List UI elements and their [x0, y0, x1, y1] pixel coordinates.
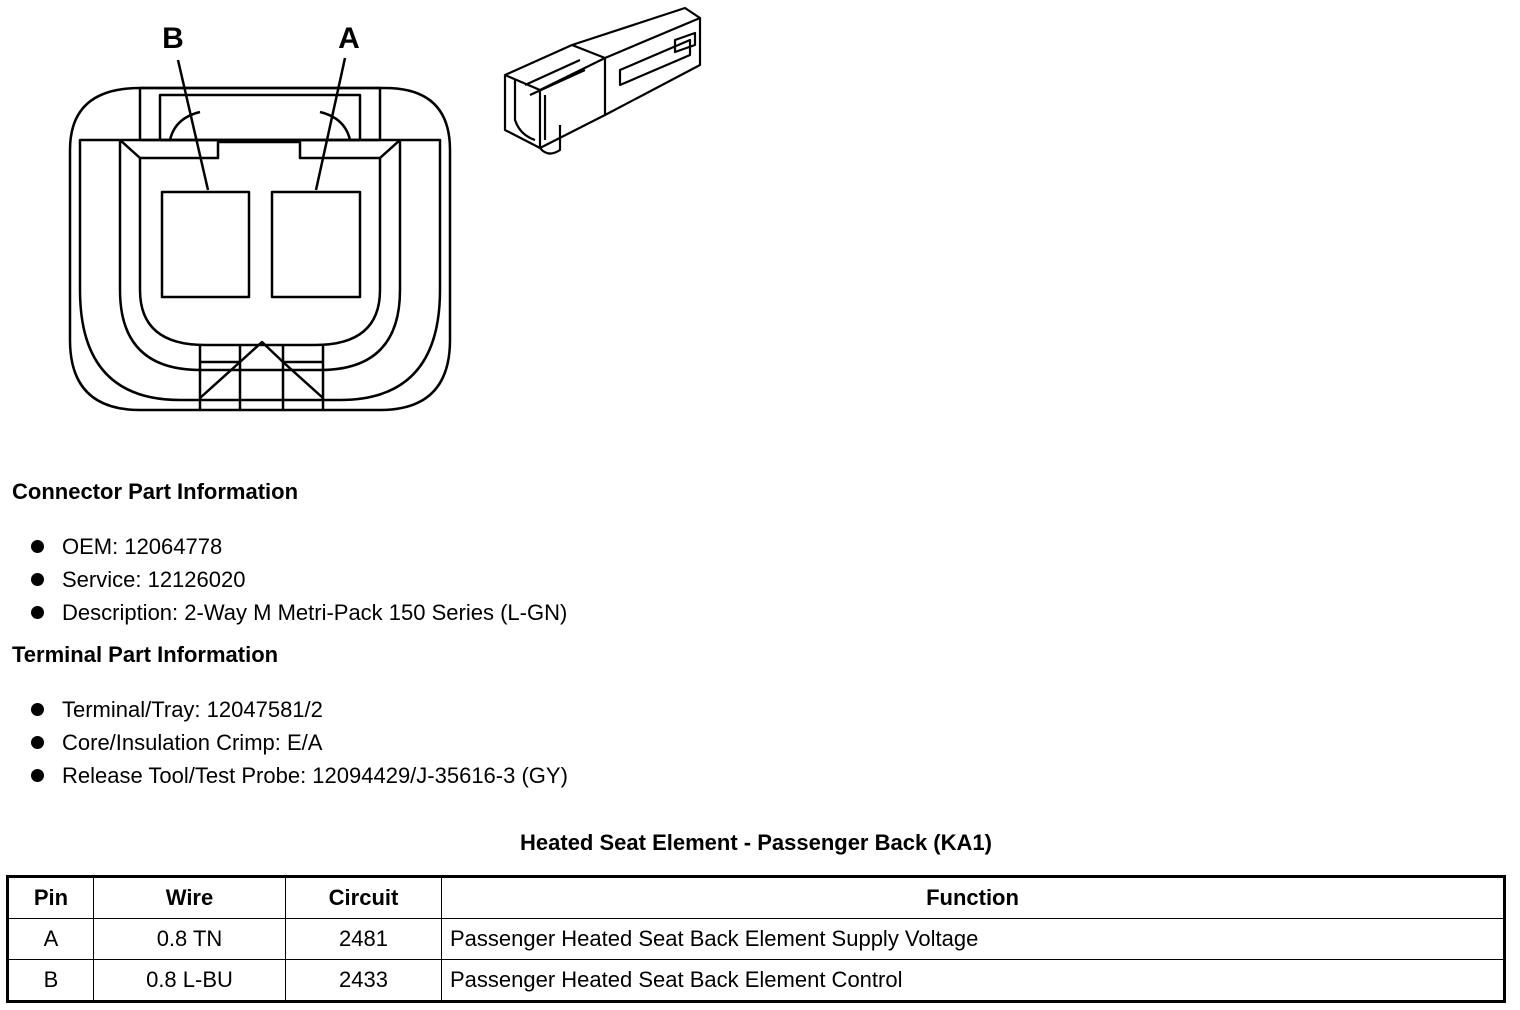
list-item: OEM: 12064778: [28, 530, 567, 563]
list-item-text: Service: 12126020: [62, 567, 246, 592]
connector-diagram: B A: [68, 6, 702, 412]
list-item-text: Description: 2-Way M Metri-Pack 150 Seri…: [62, 600, 568, 625]
cell-pin: A: [7, 918, 94, 960]
list-item-text: Release Tool/Test Probe: 12094429/J-3561…: [62, 763, 568, 788]
bullet-icon: [31, 573, 44, 586]
list-item: Description: 2-Way M Metri-Pack 150 Seri…: [28, 596, 567, 629]
header-wire: Wire: [93, 876, 286, 919]
pin-label-a: A: [338, 22, 360, 55]
header-circuit: Circuit: [285, 876, 442, 919]
list-item: Release Tool/Test Probe: 12094429/J-3561…: [28, 759, 568, 792]
list-item: Core/Insulation Crimp: E/A: [28, 726, 568, 759]
cell-function: Passenger Heated Seat Back Element Contr…: [441, 959, 1505, 1002]
bullet-icon: [31, 703, 44, 716]
list-item-text: Core/Insulation Crimp: E/A: [62, 730, 323, 755]
cell-function: Passenger Heated Seat Back Element Suppl…: [441, 918, 1505, 960]
table-row: B 0.8 L-BU 2433 Passenger Heated Seat Ba…: [7, 959, 1505, 1002]
pin-label-b: B: [162, 22, 184, 55]
header-pin: Pin: [7, 876, 94, 919]
cell-wire: 0.8 L-BU: [93, 959, 286, 1002]
list-item: Service: 12126020: [28, 563, 567, 596]
list-item-text: OEM: 12064778: [62, 534, 223, 559]
table-row: A 0.8 TN 2481 Passenger Heated Seat Back…: [7, 918, 1505, 960]
pin-table-title: Heated Seat Element - Passenger Back (KA…: [520, 830, 992, 855]
table-header-row: Pin Wire Circuit Function: [7, 876, 1505, 919]
bullet-icon: [31, 606, 44, 619]
bullet-icon: [31, 736, 44, 749]
terminal-info-list: Terminal/Tray: 12047581/2 Core/Insulatio…: [28, 693, 568, 792]
cell-circuit: 2433: [285, 959, 442, 1002]
bullet-icon: [31, 540, 44, 553]
terminal-section-title: Terminal Part Information: [12, 642, 279, 667]
connector-info-list: OEM: 12064778 Service: 12126020 Descript…: [28, 530, 567, 629]
list-item: Terminal/Tray: 12047581/2: [28, 693, 568, 726]
header-function: Function: [441, 876, 1505, 919]
list-item-text: Terminal/Tray: 12047581/2: [62, 697, 323, 722]
bullet-icon: [31, 769, 44, 782]
connector-illustration: [503, 6, 702, 155]
cell-pin: B: [7, 959, 94, 1002]
pin-table: Pin Wire Circuit Function A 0.8 TN 2481 …: [6, 875, 1506, 1003]
cell-circuit: 2481: [285, 918, 442, 960]
connector-section-title: Connector Part Information: [12, 479, 299, 504]
cell-wire: 0.8 TN: [93, 918, 286, 960]
